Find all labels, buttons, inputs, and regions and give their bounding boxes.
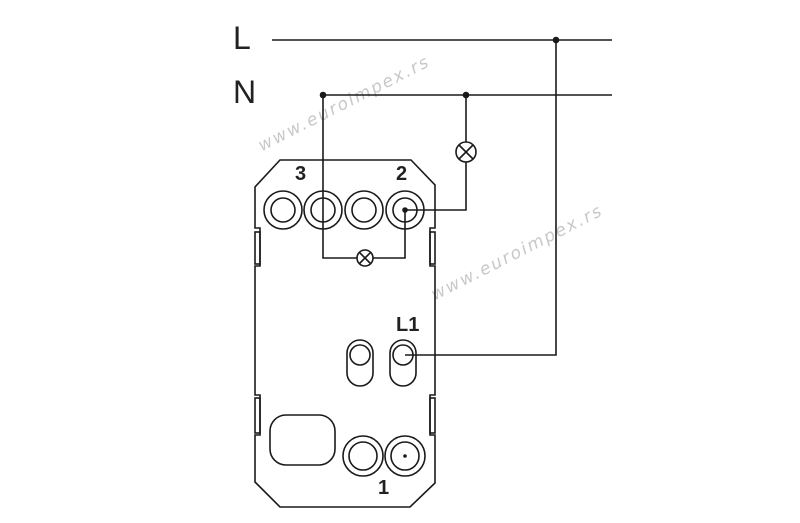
side-clip <box>254 397 261 434</box>
side-clip <box>254 231 261 265</box>
side-clip <box>429 397 436 434</box>
device-body <box>254 159 436 508</box>
label-terminal-L1: L1 <box>396 314 420 336</box>
wire-L-to-L1 <box>405 40 557 356</box>
l1-terminal-slots <box>346 339 417 387</box>
label-terminal-3: 3 <box>295 163 307 185</box>
label-L: L <box>233 20 251 56</box>
lamp-icon <box>455 141 477 163</box>
wire-terminal-2-to-lamp <box>405 162 467 211</box>
indicator-lamp-icon <box>356 249 374 267</box>
label-terminal-1: 1 <box>378 477 390 499</box>
side-clip <box>429 231 436 265</box>
wire-lamp-to-terminal-2 <box>373 210 406 259</box>
wire-N-to-terminal-3 <box>322 95 357 259</box>
bottom-opening <box>269 414 336 466</box>
label-terminal-2: 2 <box>396 163 408 185</box>
label-N: N <box>233 74 257 110</box>
bottom-terminal-block <box>342 435 426 477</box>
top-terminal-block <box>263 190 425 230</box>
